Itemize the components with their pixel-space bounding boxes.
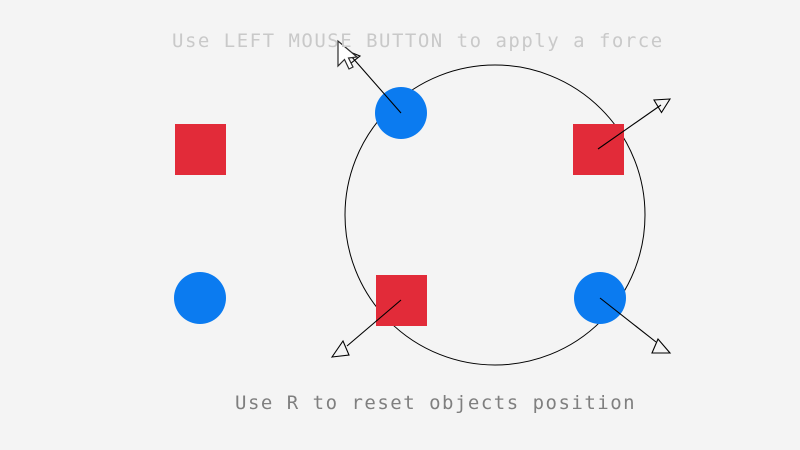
orbit-circle xyxy=(344,64,646,366)
blue-circle-bottom-left[interactable] xyxy=(174,272,226,324)
force-arrow-up-left xyxy=(344,49,402,114)
hint-text-apply-force: Use LEFT MOUSE BUTTON to apply a force xyxy=(172,30,664,52)
hint-text-reset-objects: Use R to reset objects position xyxy=(235,392,637,414)
force-arrow-up-right xyxy=(597,98,672,150)
force-arrow-down-right xyxy=(599,297,672,354)
force-arrow-down-left xyxy=(330,299,402,358)
red-square-top-left[interactable] xyxy=(175,124,226,175)
mouse-cursor xyxy=(337,39,359,70)
red-square-bottom-center[interactable] xyxy=(376,275,427,326)
red-square-top-right[interactable] xyxy=(573,124,624,175)
